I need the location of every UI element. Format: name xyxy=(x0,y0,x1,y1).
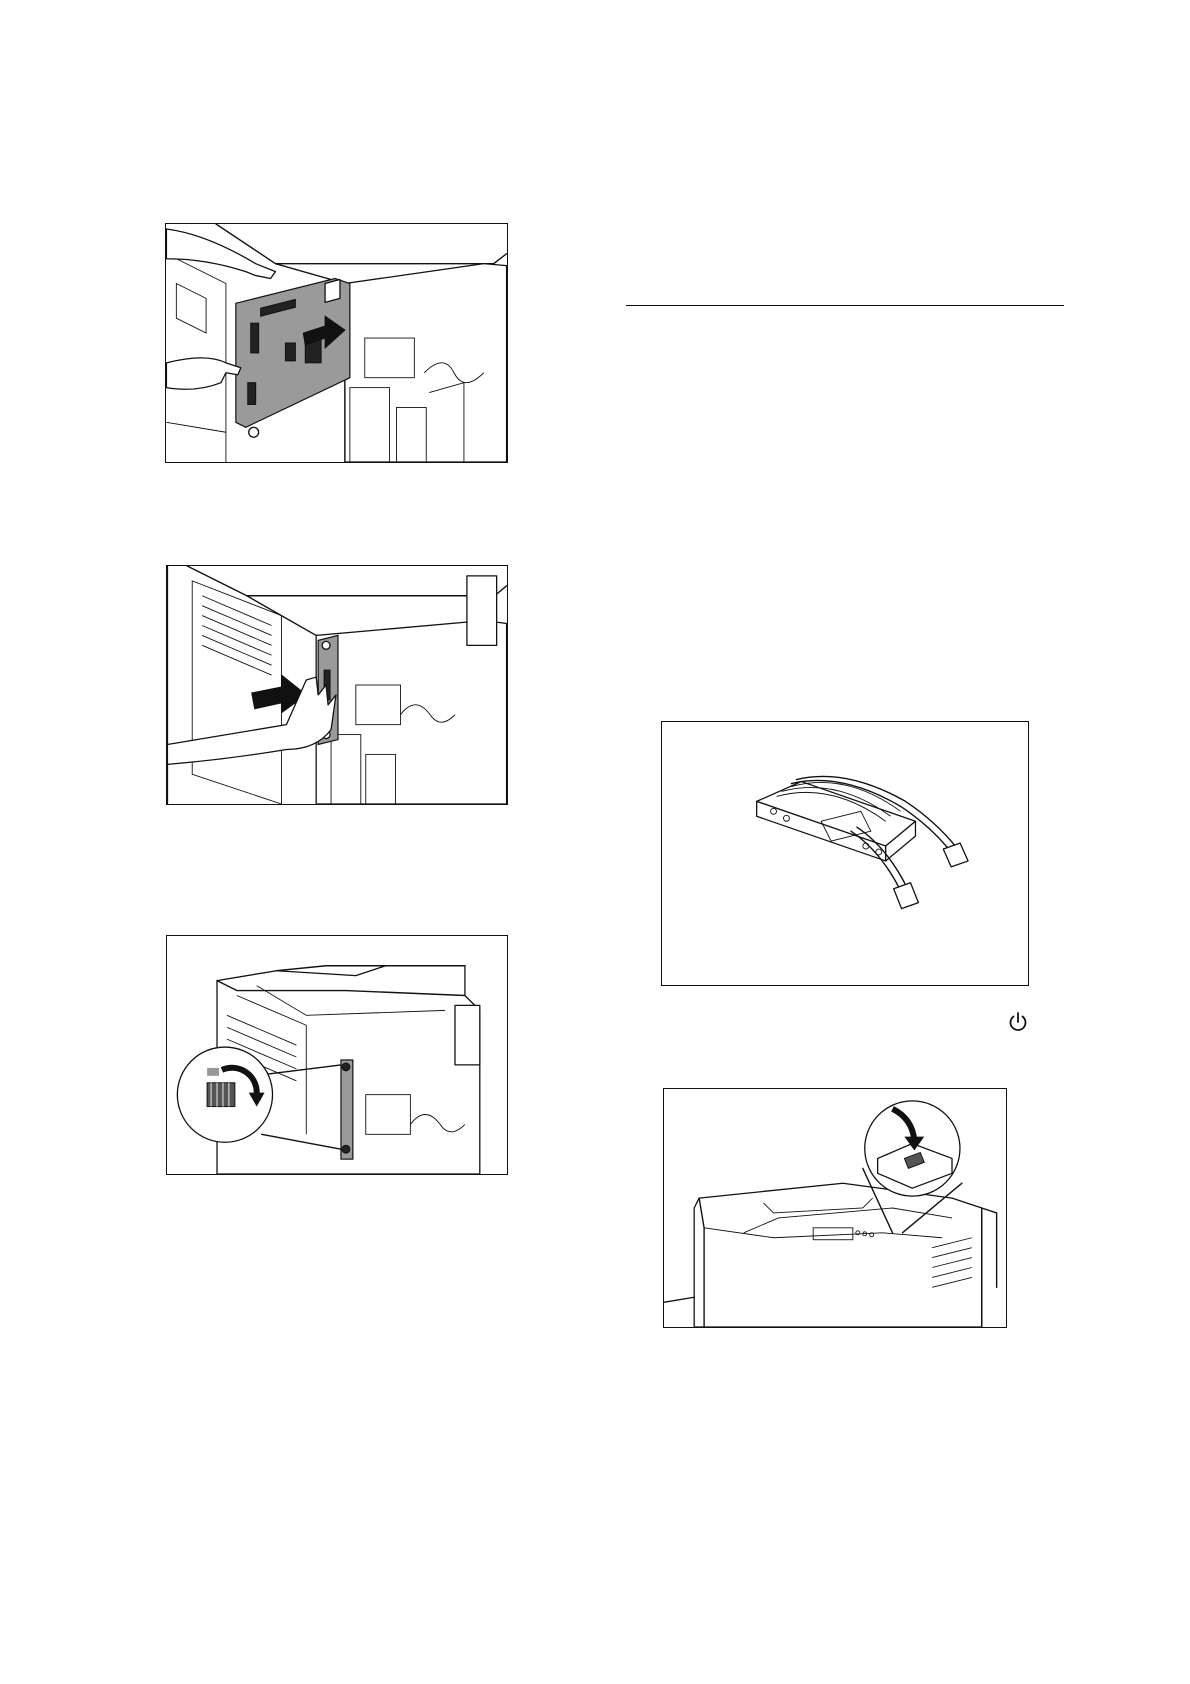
power-icon xyxy=(1006,1010,1030,1034)
hand-push-board-illustration xyxy=(167,566,507,804)
power-switch-figure xyxy=(663,1088,1007,1328)
thumbscrew-tighten-illustration xyxy=(167,936,507,1174)
hard-disk-with-cables-illustration xyxy=(662,722,1028,985)
tighten-screws-figure xyxy=(166,935,508,1175)
insert-controller-board-figure xyxy=(165,223,508,463)
push-board-in-figure xyxy=(166,565,508,805)
controller-board-slide-in-illustration xyxy=(166,224,507,462)
printer-power-switch-illustration xyxy=(664,1089,1006,1327)
hard-disk-kit-figure xyxy=(661,721,1029,986)
section-divider xyxy=(626,305,1064,306)
